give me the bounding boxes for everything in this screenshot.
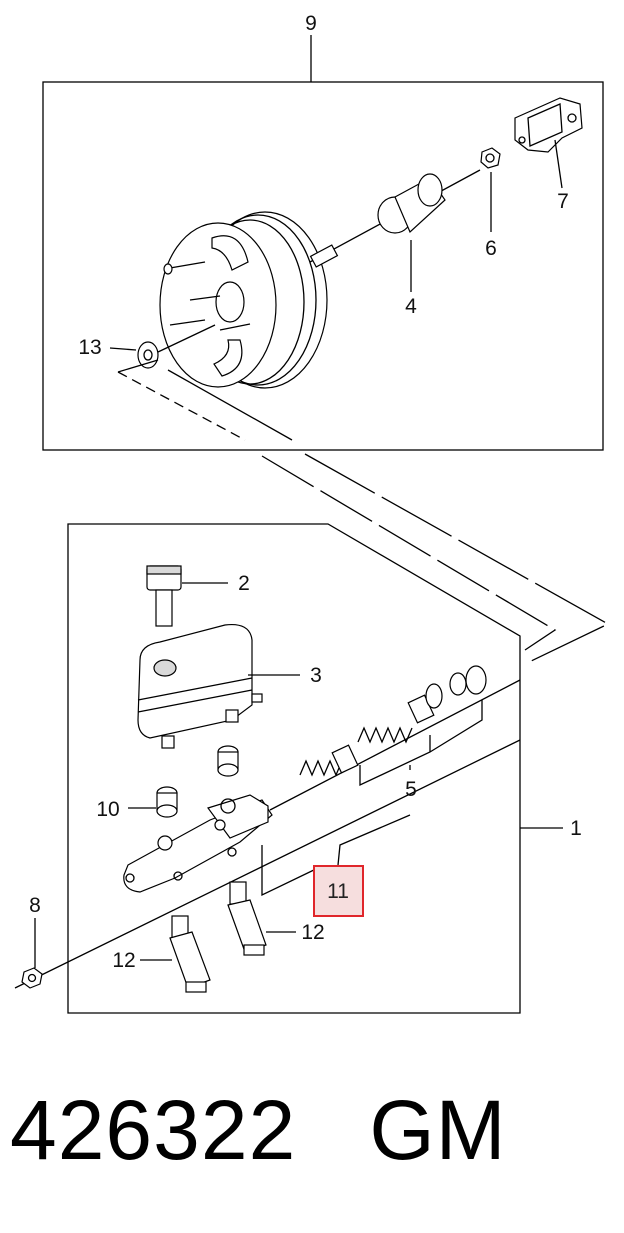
callout-7: 7: [557, 190, 569, 213]
brand-name: GM: [369, 1083, 507, 1177]
callout-11: 11: [327, 880, 349, 903]
leader-11: [337, 814, 411, 866]
callout-3: 3: [310, 664, 322, 687]
connect-line-3: [167, 369, 293, 441]
callout-5: 5: [405, 778, 417, 801]
callout-12-right: 12: [301, 921, 324, 944]
callout-10: 10: [96, 798, 119, 821]
reservoir-cap: [146, 565, 182, 627]
brake-booster: [159, 169, 481, 389]
callout-13: 13: [78, 336, 101, 359]
part-number-line: 426322 GM: [10, 1082, 507, 1179]
connect-line-1: [117, 371, 246, 441]
master-cylinder-body: [123, 794, 273, 893]
connect-line-2: [117, 359, 159, 373]
leader-7: [554, 139, 563, 189]
master-cylinder-frame: [67, 523, 521, 1014]
connect-line-4: [261, 455, 557, 651]
fitting-right: [227, 881, 267, 956]
callout-4: 4: [405, 295, 417, 318]
clevis: [514, 97, 583, 153]
piston-springs: [299, 665, 487, 777]
bracket-5: [359, 700, 483, 787]
callout-8: 8: [29, 894, 41, 917]
callout-1: 1: [570, 817, 582, 840]
axis-line-lower: [14, 739, 521, 989]
leader-11b: [261, 845, 319, 897]
spacer: [296, 1083, 369, 1177]
reservoir: [137, 623, 263, 749]
connect-line-5: [304, 453, 610, 665]
axis-line-upper: [269, 679, 521, 811]
booster-frame: [42, 81, 604, 451]
stud-line: [157, 324, 216, 353]
grommets: [156, 745, 239, 818]
callout-2: 2: [238, 572, 250, 595]
callout-6: 6: [485, 237, 497, 260]
callout-9: 9: [305, 12, 317, 35]
nut: [480, 147, 501, 169]
callout-12-left: 12: [112, 949, 135, 972]
fitting-left: [169, 915, 211, 993]
part-number: 426322: [10, 1083, 297, 1177]
highlight-box-11[interactable]: [313, 865, 364, 917]
washer: [137, 341, 159, 369]
leader-13: [109, 347, 137, 351]
boot: [377, 173, 446, 234]
nut-8: [21, 967, 43, 989]
